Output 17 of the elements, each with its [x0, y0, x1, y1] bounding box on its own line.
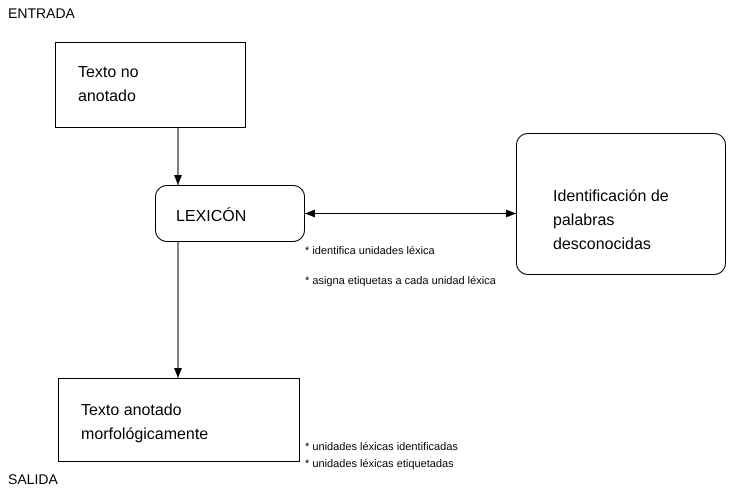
process-box: [516, 133, 726, 275]
note-text: * unidades léxicas etiquetadas: [305, 457, 454, 472]
note-text: * unidades léxicas identificadas: [305, 440, 458, 455]
box-text: Identificación de palabras desconocidas: [553, 187, 670, 255]
section-label: ENTRADA: [8, 4, 75, 22]
box-text: Texto no anotado: [78, 63, 140, 107]
arrow: [174, 242, 182, 378]
box-text: LEXICÓN: [176, 206, 248, 227]
arrow: [304, 210, 516, 218]
process-box: [58, 378, 300, 462]
note-text: * asigna etiquetas a cada unidad léxica: [305, 274, 496, 289]
section-label: SALIDA: [8, 470, 58, 488]
box-text: Texto anotado morfológicamente: [81, 401, 210, 445]
process-box: [155, 185, 305, 242]
arrow: [174, 128, 182, 186]
note-text: * identifica unidades léxica: [305, 244, 435, 259]
process-box: [55, 42, 246, 128]
